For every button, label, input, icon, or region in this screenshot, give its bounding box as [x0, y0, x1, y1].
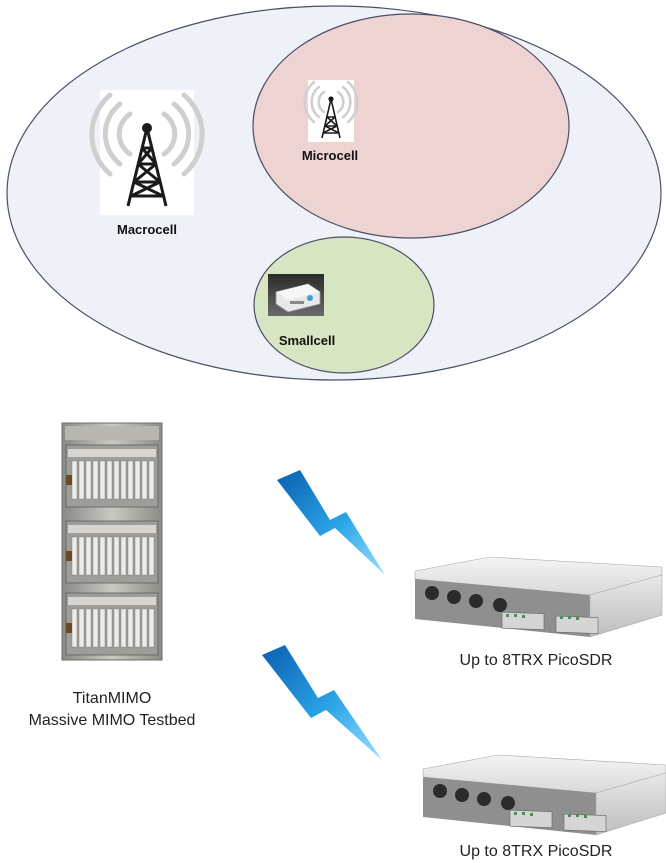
smallcell-coverage [253, 236, 435, 374]
wireless-link-icon [277, 470, 385, 575]
smallcell-label: Smallcell [279, 333, 335, 348]
picosdr-label-1: Up to 8TRX PicoSDR [460, 652, 613, 669]
antenna-tower-icon [303, 80, 359, 142]
picosdr-unit-icon [422, 754, 666, 836]
server-rack-icon [61, 422, 163, 661]
testbed-title: TitanMIMO [73, 690, 152, 707]
microcell-label: Microcell [302, 148, 358, 163]
antenna-tower-icon [89, 90, 205, 215]
wireless-link-icon [262, 645, 382, 760]
microcell-coverage [252, 13, 570, 239]
macrocell-label: Macrocell [117, 222, 177, 237]
small-cell-device-icon [268, 274, 324, 316]
picosdr-label-2: Up to 8TRX PicoSDR [460, 843, 613, 860]
picosdr-unit-icon [414, 556, 663, 638]
testbed-subtitle: Massive MIMO Testbed [29, 712, 196, 729]
